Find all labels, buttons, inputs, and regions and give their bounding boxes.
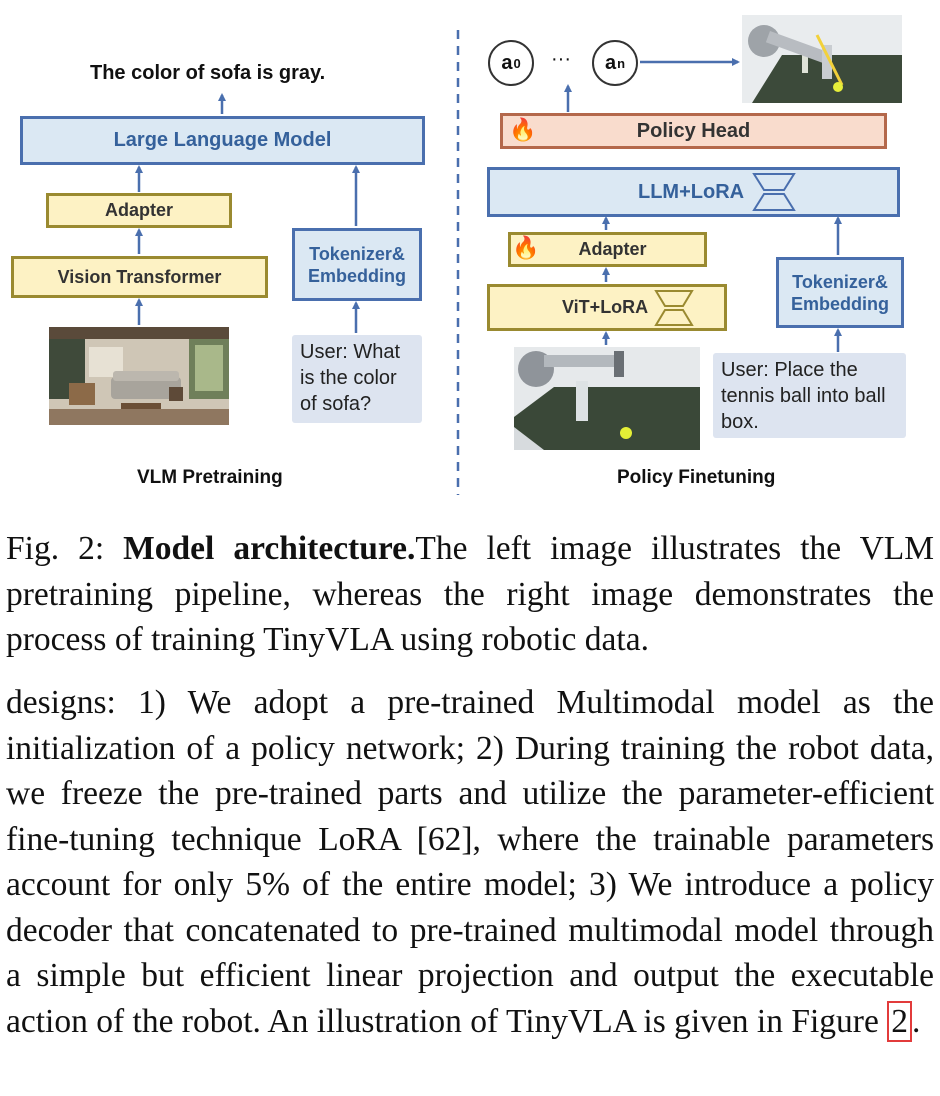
llm-lora-block: LLM+LoRA <box>487 167 900 217</box>
vision-transformer-block: Vision Transformer <box>11 256 268 298</box>
architecture-figure: The color of sofa is gray. Large Languag… <box>0 0 940 510</box>
policy-finetuning-label: Policy Finetuning <box>617 467 776 488</box>
caption-prefix: Fig. 2: <box>6 530 124 567</box>
policy-head-block: Policy Head <box>500 113 887 149</box>
right-adapter-block: Adapter <box>508 232 707 267</box>
vlm-pretraining-label: VLM Pretraining <box>137 467 283 488</box>
figure-caption: Fig. 2: Model architecture.The left imag… <box>6 526 934 663</box>
right-user-query: User: Place the tennis ball into ball bo… <box>713 353 906 438</box>
connector-lines <box>135 30 842 495</box>
tokenizer-embedding-block: Tokenizer& Embedding <box>292 228 422 301</box>
lora-hourglass-icon <box>654 290 694 326</box>
body-text: designs: 1) We adopt a pre-trained Multi… <box>6 684 934 1040</box>
body-paragraph: designs: 1) We adopt a pre-trained Multi… <box>6 680 934 1044</box>
large-language-model-block: Large Language Model <box>20 116 425 165</box>
vit-lora-label: ViT+LoRA <box>562 297 649 317</box>
robot-result-image <box>742 15 902 103</box>
adapter-block: Adapter <box>46 193 232 228</box>
figure-reference-link[interactable]: 2 <box>887 1000 912 1042</box>
llm-lora-label: LLM+LoRA <box>638 180 745 203</box>
fire-icon: 🔥 <box>512 235 540 260</box>
lora-hourglass-icon <box>752 173 796 211</box>
living-room-image <box>49 327 229 425</box>
action-ellipsis: ··· <box>551 48 571 70</box>
robot-scene-image <box>514 347 700 450</box>
right-tokenizer-embedding-block: Tokenizer& Embedding <box>776 257 904 328</box>
caption-text: The left image illustrates the VLM pretr… <box>6 530 935 658</box>
vlm-output-text: The color of sofa is gray. <box>90 62 326 84</box>
fire-icon: 🔥 <box>509 117 537 142</box>
left-user-query: User: What is the color of sofa? <box>292 335 422 423</box>
body-end: . <box>911 1002 921 1040</box>
caption-title: Model architecture. <box>123 530 416 567</box>
